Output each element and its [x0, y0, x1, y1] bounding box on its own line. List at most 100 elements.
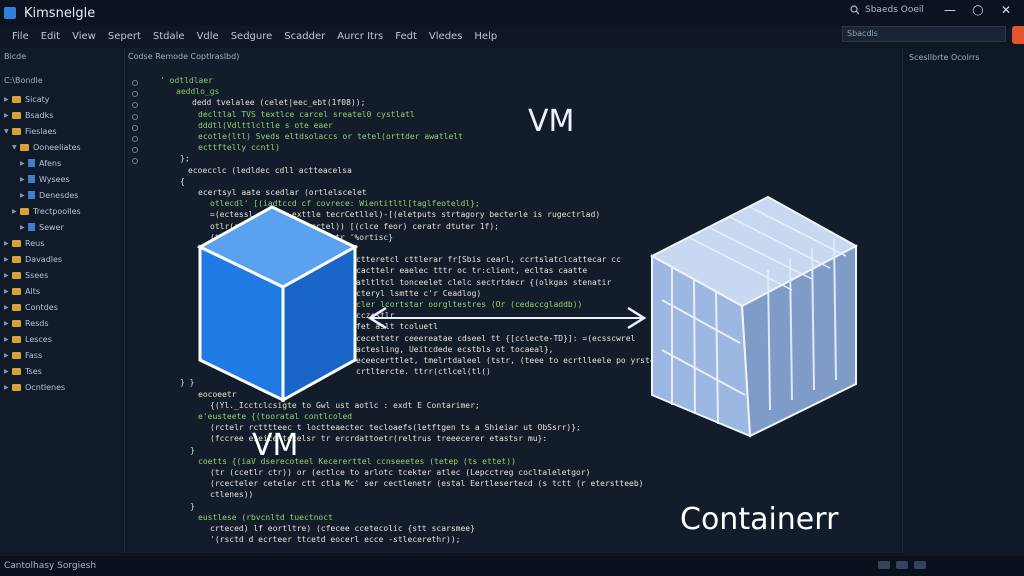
code-line: ecttftelly ccntl) — [198, 143, 280, 153]
menu-item-3[interactable]: Sepert — [107, 30, 141, 42]
tree-item-label: Contdes — [25, 302, 58, 312]
chevron-right-icon[interactable]: ▶ — [4, 335, 9, 343]
title-bar: Kimsnelgle — [0, 0, 1024, 26]
breakpoint-marker-icon[interactable] — [132, 158, 138, 165]
title-search[interactable]: Sbaeds Ooeil — [850, 5, 924, 15]
tree-item[interactable]: ▶Ssees — [0, 267, 124, 283]
restore-button[interactable]: ◯ — [972, 5, 984, 16]
folder-icon — [12, 319, 21, 327]
tree-item[interactable]: ▶Trectpoolles — [0, 203, 124, 219]
tree-item-label: Bsadks — [25, 110, 54, 120]
tree-item[interactable]: ▼Fieslaes — [0, 123, 124, 139]
menu-item-5[interactable]: Vdle — [196, 30, 219, 42]
tree-item[interactable]: ▶ Contdes — [0, 299, 124, 315]
chevron-right-icon[interactable]: ▶ — [20, 159, 25, 167]
tree-item[interactable]: ▶Denesdes — [0, 187, 124, 203]
code-line: fet aslt tcoluetl — [356, 322, 438, 332]
minimize-button[interactable]: — — [944, 3, 956, 17]
chevron-down-icon[interactable]: ▼ — [12, 143, 17, 151]
avatar[interactable] — [1012, 26, 1024, 44]
chevron-right-icon[interactable]: ▶ — [4, 319, 9, 327]
chevron-right-icon[interactable]: ▶ — [4, 303, 9, 311]
code-line: =(ectessl ctetle exttle tecrCetllel)-[(e… — [210, 210, 601, 220]
code-line: coetts {(iaV dserecoteel Kecererttel ccn… — [198, 456, 516, 466]
outline-panel-title: Scesllbrte Ocolrrs — [909, 53, 980, 62]
editor-tab[interactable]: Codse Remode Coptlraslbd) — [128, 52, 240, 61]
chevron-right-icon[interactable]: ▶ — [4, 287, 9, 295]
breakpoint-marker-icon[interactable] — [132, 80, 138, 86]
code-line: } — [190, 501, 195, 511]
chevron-right-icon[interactable]: ▶ — [4, 239, 9, 247]
tree-item-label: Ocntlenes — [25, 382, 66, 392]
tree-item[interactable]: ▶Resds — [0, 315, 124, 331]
close-button[interactable]: ✕ — [1000, 3, 1012, 17]
chevron-right-icon[interactable]: ▶ — [4, 351, 9, 359]
code-line: ctteretcl cttlerar fr[Sbis cearl, ccrtsl… — [356, 255, 621, 265]
code-line: cacttelr eaelec tttr oc tr:client, eclta… — [356, 266, 588, 276]
menu-item-10[interactable]: Vledes — [428, 30, 463, 42]
chevron-down-icon[interactable]: ▼ — [4, 127, 9, 135]
menu-item-9[interactable]: Fedt — [395, 30, 417, 42]
tree-item[interactable]: ▶Fass — [0, 347, 124, 363]
filter-input[interactable]: Sbacdls — [842, 26, 1006, 42]
code-line: actesling, Ueitcdede ecstbls ot tocaeal}… — [356, 344, 554, 354]
breakpoint-marker-icon[interactable] — [132, 102, 138, 109]
menu-item-8[interactable]: Aurcr Itrs — [337, 30, 384, 42]
shipping-container-icon — [649, 195, 859, 438]
tree-item[interactable]: ▶ Alts — [0, 283, 124, 299]
tree-item[interactable]: ▶Lesces — [0, 331, 124, 347]
code-line: (fccree eseice tecelsr tr ercrdattoetr(r… — [210, 434, 548, 444]
menu-item-0[interactable]: File — [12, 30, 29, 42]
folder-icon — [20, 143, 29, 151]
code-line: eceecerttlet, tmelrtdaleel (tstr, (teee … — [356, 356, 660, 365]
tree-item[interactable]: ▶ Bsadks — [0, 107, 124, 123]
code-line: (rcecteler ceteler ctt ctla Mc' ser cect… — [210, 479, 644, 489]
status-indicator-2[interactable] — [896, 561, 908, 569]
chevron-right-icon[interactable]: ▶ — [4, 271, 9, 279]
chevron-right-icon[interactable]: ▶ — [4, 95, 9, 103]
tree-item-label: Alts — [25, 286, 40, 296]
breakpoint-marker-icon[interactable] — [132, 91, 138, 98]
chevron-right-icon[interactable]: ▶ — [4, 367, 9, 375]
breakpoint-marker-icon[interactable] — [132, 113, 138, 120]
tree-item[interactable]: ▶Sicaty — [0, 91, 124, 107]
breakpoint-marker-icon[interactable] — [132, 147, 138, 154]
chevron-right-icon[interactable]: ▶ — [4, 111, 9, 119]
chevron-right-icon[interactable]: ▶ — [20, 175, 25, 183]
folder-icon — [12, 335, 21, 343]
code-line: dddtl(Vdlttlcltle s ote eaer — [198, 120, 333, 130]
tree-item[interactable]: ▶Afens — [0, 155, 124, 171]
code-line: crteced) lf eortltre) (cfecee ccetecolic… — [210, 524, 475, 533]
menu-item-6[interactable]: Sedgure — [230, 30, 273, 42]
breakpoint-marker-icon[interactable] — [132, 136, 138, 142]
breakpoint-marker-icon[interactable] — [132, 124, 138, 131]
chevron-right-icon[interactable]: ▶ — [4, 383, 9, 391]
tree-item[interactable]: ▼Ooneeliates — [0, 139, 124, 155]
status-indicator-3[interactable] — [914, 561, 926, 569]
chevron-right-icon[interactable]: ▶ — [20, 223, 25, 231]
menu-item-11[interactable]: Help — [474, 30, 498, 42]
menu-item-7[interactable]: Scadder — [284, 30, 326, 42]
tree-item[interactable]: ▶Wysees — [0, 171, 124, 187]
tree-item[interactable]: ▶Tses — [0, 363, 124, 379]
tree-item[interactable]: ▶Sewer — [0, 219, 124, 235]
status-indicator-1[interactable] — [878, 561, 890, 569]
menu-item-2[interactable]: View — [72, 30, 96, 42]
chevron-right-icon[interactable]: ▶ — [4, 255, 9, 263]
folder-icon — [20, 207, 29, 215]
menu-item-1[interactable]: Edit — [40, 30, 61, 42]
tree-item[interactable]: ▶Davadles — [0, 251, 124, 267]
vm-label-top: VM — [528, 104, 575, 139]
chevron-right-icon[interactable]: ▶ — [12, 207, 17, 215]
tree-item[interactable]: ▶Reus — [0, 235, 124, 251]
folder-icon — [12, 95, 21, 103]
code-line: atltltcl tonceelet clelc sectrtdecr {(ol… — [356, 277, 612, 287]
code-line: eocoeetr — [198, 389, 237, 399]
tree-item[interactable]: ▶ Ocntlenes — [0, 379, 124, 395]
menu-item-4[interactable]: Stdale — [152, 30, 185, 42]
code-line: (rctelr rctttteec t loctteaectec tecloae… — [210, 423, 581, 433]
code-line: {(Yl._Icctclcsigte to Gwl ust aotlc : ex… — [210, 400, 480, 410]
chevron-right-icon[interactable]: ▶ — [20, 191, 25, 199]
code-line: aeddlo_gs — [176, 87, 220, 97]
